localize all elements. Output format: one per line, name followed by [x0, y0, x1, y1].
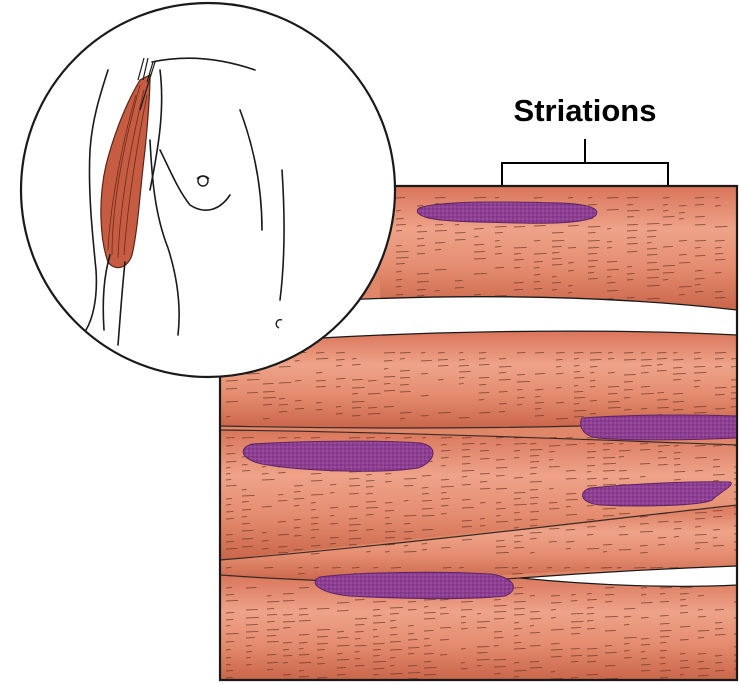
torso-with-biceps-icon — [21, 3, 395, 377]
striations-label: Striations — [514, 93, 657, 128]
striations-bracket — [502, 139, 668, 185]
nucleus-2 — [581, 415, 737, 440]
nucleus-5 — [315, 572, 513, 598]
nucleus-1 — [417, 202, 596, 223]
